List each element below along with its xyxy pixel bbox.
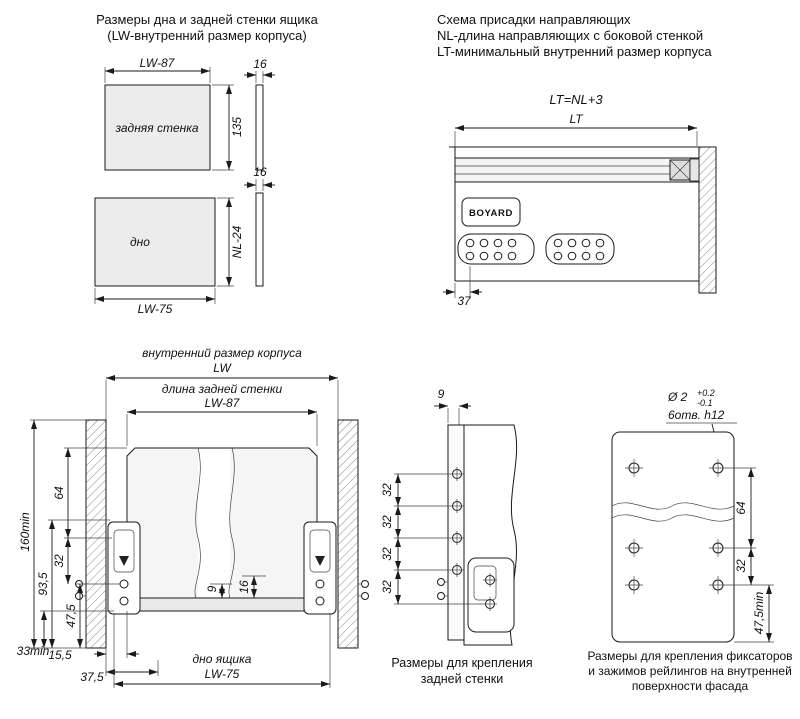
slide-rail xyxy=(454,157,700,183)
bm-bracket xyxy=(467,557,515,633)
back-panel-width-dim: LW-87 xyxy=(140,56,176,70)
right-pin-bottom xyxy=(361,592,369,600)
bm-dim-32-3: 32 xyxy=(380,547,394,561)
facade-panel xyxy=(611,431,735,643)
bottom-right-section: Ø 2 +0.2 -0.1 6отв. h12 64 32 47,5min Ра… xyxy=(587,388,792,693)
offset-37-dim: 37 xyxy=(457,294,472,308)
cabinet-width-label: внутренний размер корпуса xyxy=(142,346,302,360)
lt-dim-label: LT xyxy=(569,112,584,126)
cabinet-width-dim: LW xyxy=(213,361,232,375)
hole-plate-2 xyxy=(545,233,615,265)
dim-64: 64 xyxy=(52,486,66,500)
br-caption-line2: и зажимов рейлингов на внутренней xyxy=(588,664,792,678)
brand-logo: BOYARD xyxy=(469,208,513,219)
panel-holes xyxy=(450,467,464,577)
hole-plate-1 xyxy=(457,233,535,265)
br-dim-47-5-min: 47,5min xyxy=(752,591,766,634)
left-pin-bottom xyxy=(75,592,83,600)
bottom-panel-depth-dim: NL-24 xyxy=(230,225,244,258)
right-bracket xyxy=(303,521,337,615)
brand-plate xyxy=(461,197,521,227)
cabinet-side-wall xyxy=(698,146,717,294)
drawer-bottom-dim: LW-75 xyxy=(205,667,240,681)
dim-33-min: 33min xyxy=(17,644,50,658)
br-caption-line3: поверхности фасада xyxy=(632,679,749,693)
br-dim-64: 64 xyxy=(734,501,748,515)
bm-pin-top xyxy=(437,578,445,586)
tr-title-line1: Схема присадки направляющих xyxy=(437,12,631,27)
bottom-panel-width-dim: LW-75 xyxy=(138,302,173,316)
tolerance-plus: +0.2 xyxy=(697,388,715,398)
bottom-panel-thickness-dim: 16 xyxy=(253,165,267,179)
tl-title-line2: (LW-внутренний размер корпуса) xyxy=(107,28,306,43)
dim-9: 9 xyxy=(205,585,219,592)
bm-caption-line1: Размеры для крепления xyxy=(391,656,532,670)
drawer-bottom-label: дно ящика xyxy=(193,652,252,666)
bm-dim-32-1: 32 xyxy=(380,483,394,497)
facade-holes xyxy=(625,459,727,594)
back-length-dim: LW-87 xyxy=(205,396,241,410)
dim-32: 32 xyxy=(52,554,66,568)
back-panel-rect xyxy=(104,84,211,171)
bottom-left-section: внутренний размер корпуса LW длина задне… xyxy=(17,346,369,688)
bm-caption-line2: задней стенки xyxy=(421,672,503,686)
lt-formula: LT=NL+3 xyxy=(549,92,603,107)
right-wall xyxy=(337,419,359,649)
back-panel-thickness-strip xyxy=(255,84,264,171)
bottom-panel-rect xyxy=(94,197,216,287)
bm-dim-32-2: 32 xyxy=(380,515,394,529)
br-dim-32: 32 xyxy=(734,559,748,573)
br-caption-line1: Размеры для крепления фиксаторов xyxy=(587,649,792,663)
back-panel-height-dim: 135 xyxy=(230,117,244,137)
tl-title-line1: Размеры дна и задней стенки ящика xyxy=(96,12,318,27)
bm-dim-32-4: 32 xyxy=(380,580,394,594)
bottom-panel-label: дно xyxy=(130,235,150,249)
tr-title-line2: NL-длина направляющих с боковой стенкой xyxy=(437,28,703,43)
left-wall xyxy=(85,419,107,649)
left-bracket xyxy=(107,521,141,615)
dim-93-5: 93,5 xyxy=(36,572,50,596)
back-panel-section xyxy=(447,424,465,641)
tolerance-minus: -0.1 xyxy=(697,398,713,408)
bm-pin-bottom xyxy=(437,592,445,600)
top-right-section: Схема присадки направляющих NL-длина нап… xyxy=(437,12,717,308)
bottom-panel-thickness-strip xyxy=(255,192,264,287)
dim-37-5: 37,5 xyxy=(80,670,104,684)
bottom-middle-section: 9 32 32 32 32 xyxy=(380,387,533,686)
back-panel-thickness-dim: 16 xyxy=(253,57,267,71)
height-min-dim: 160min xyxy=(18,512,32,552)
hole-diameter: Ø 2 xyxy=(667,390,688,404)
tr-title-line3: LT-минимальный внутренний размер корпуса xyxy=(437,44,712,59)
dim-15-5: 15,5 xyxy=(48,648,72,662)
top-left-section: Размеры дна и задней стенки ящика (LW-вн… xyxy=(94,12,319,316)
dim-16: 16 xyxy=(237,580,251,594)
right-pin-top xyxy=(361,580,369,588)
holes-note: 6отв. h12 xyxy=(668,408,725,422)
drawer-bottom-edge xyxy=(113,597,331,612)
dim-47-5: 47,5 xyxy=(64,604,78,628)
back-length-label: длина задней стенки xyxy=(162,382,283,396)
back-panel-label: задняя стенка xyxy=(114,121,198,135)
bm-dim-9: 9 xyxy=(438,387,445,401)
